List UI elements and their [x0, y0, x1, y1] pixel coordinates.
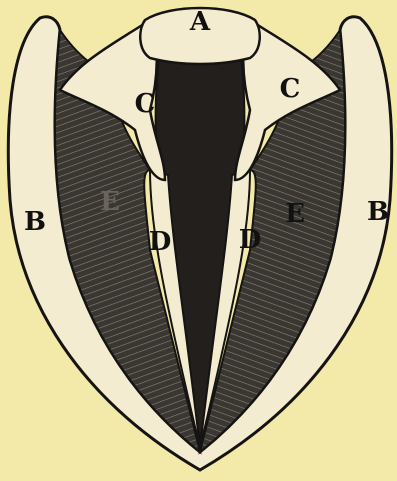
label-d-left: D [149, 227, 172, 257]
label-b-right: B [367, 197, 389, 227]
label-e: E [285, 199, 305, 229]
label-b-left: B [24, 207, 46, 237]
label-a: A [189, 7, 211, 37]
label-d-right: D [239, 225, 262, 255]
label-c-left: C [135, 89, 156, 119]
label-e-left-faint: E [100, 187, 120, 217]
label-c-right: C [280, 74, 301, 104]
